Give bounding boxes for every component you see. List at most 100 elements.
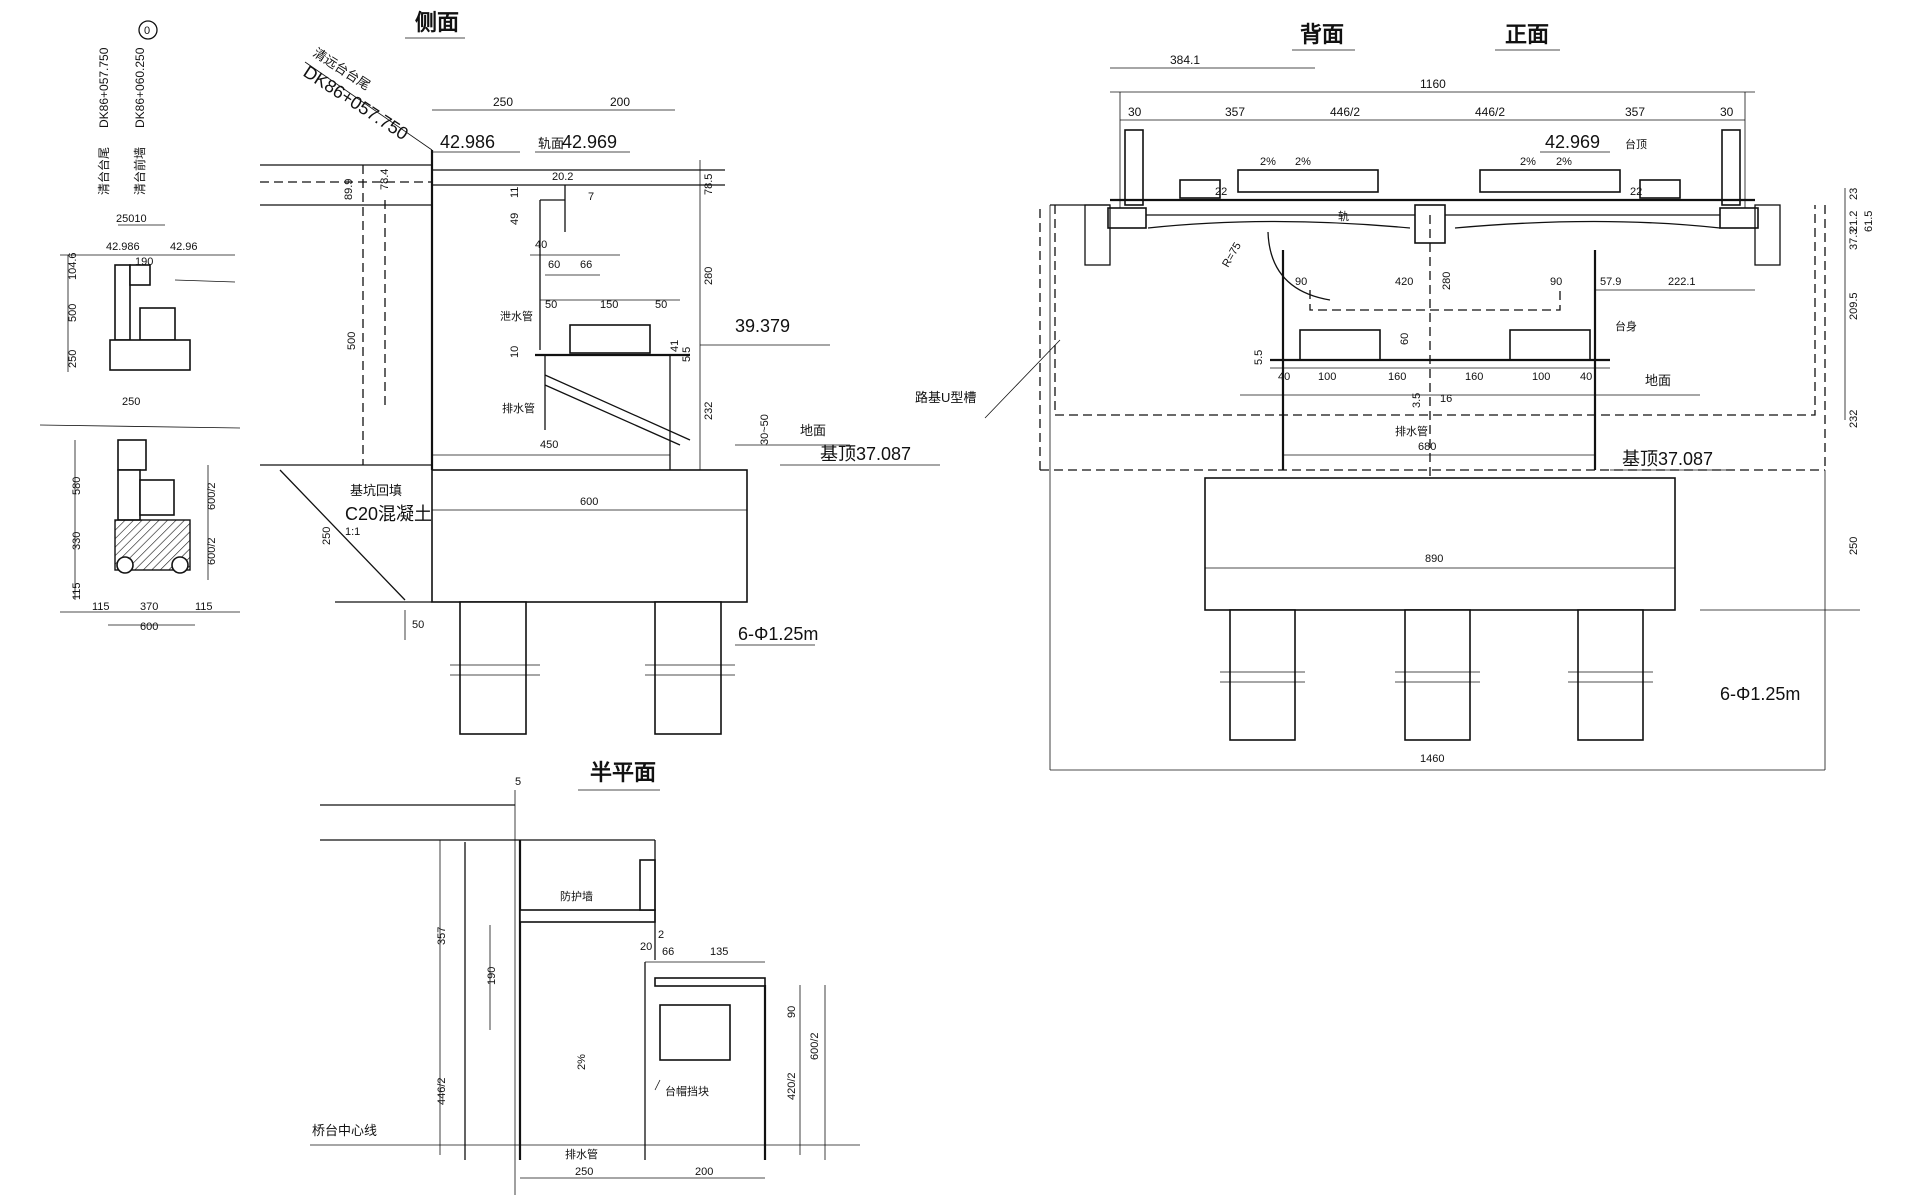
sv-dim-50b: 50 (655, 299, 667, 311)
fv-dim-357-r: 357 (1625, 105, 1645, 119)
kp-elev-b: 42.96 (170, 241, 198, 253)
fv-drain: 排水管 (1395, 424, 1428, 438)
sv-water-pipe: 泄水管 (500, 309, 533, 323)
fv-slope-d: 2% (1556, 156, 1572, 168)
fv-slope-b: 2% (1295, 156, 1311, 168)
fv-footing (1204, 477, 1676, 611)
hp-dim-420-2: 420/2 (786, 1072, 798, 1100)
kp-dim-115-v: 115 (71, 582, 83, 600)
sv-dim-232: 232 (703, 402, 715, 420)
fv-ground: 地面 (1645, 373, 1671, 388)
kp-dim-600: 600 (140, 621, 158, 633)
fv-dim-37-3: 37.3 (1848, 229, 1860, 250)
sv-drain: 排水管 (502, 401, 535, 415)
station-1-label: 清台台尾 (96, 147, 111, 195)
fv-dim-61-5: 61.5 (1863, 211, 1875, 232)
kp-dim-580: 580 (71, 477, 83, 495)
fv-dim-890: 890 (1425, 553, 1443, 565)
hp-seat-stone-label: 台帽挡块 (665, 1084, 709, 1098)
sv-slope: 1:1 (345, 526, 360, 538)
back-view-title: 背面 (1300, 22, 1344, 47)
fv-dim-232: 232 (1848, 410, 1860, 428)
kp-dim-104-6: 104.6 (67, 252, 79, 280)
circle-mark (138, 20, 158, 40)
sv-dim-49: 49 (509, 213, 521, 225)
fv-dim-16: 16 (1440, 393, 1452, 405)
hp-dim-2: 2 (658, 929, 664, 941)
hp-dim-5: 5 (515, 776, 521, 788)
kp-dim-600-2-a: 600/2 (206, 482, 218, 510)
half-plan: 半平面 5 防护墙 357 190 446/2 20 2 66 135 90 4… (310, 760, 860, 1195)
fv-dim-250: 250 (1848, 537, 1860, 555)
hp-dim-200: 200 (695, 1166, 713, 1178)
fv-dim-420: 420 (1395, 276, 1413, 288)
fv-dim-3-5: 3.5 (1411, 393, 1423, 408)
sv-footing (431, 469, 748, 603)
kp-elev-a: 42.986 (106, 241, 140, 253)
fv-slope-a: 2% (1260, 156, 1276, 168)
sv-dim-30-50: 30~50 (759, 414, 771, 445)
hp-dim-66: 66 (662, 946, 674, 958)
sv-dim-250v: 250 (321, 527, 333, 545)
sv-dim-150: 150 (600, 299, 618, 311)
sv-dim-60: 60 (548, 259, 560, 271)
fv-track-l (1237, 169, 1379, 193)
fv-dim-23: 23 (1848, 188, 1860, 200)
hp-guard-wall (519, 909, 656, 923)
sv-dim-7: 7 (588, 191, 594, 203)
fv-bearing-l (1299, 329, 1381, 361)
hp-dim-446-2: 446/2 (436, 1077, 448, 1105)
fv-dim-357-l: 357 (1225, 105, 1245, 119)
sv-dim-280: 280 (703, 267, 715, 285)
fv-radius: R=75 (1220, 240, 1244, 269)
hp-dim-20: 20 (640, 941, 652, 953)
hp-slope: 2% (576, 1054, 588, 1070)
kp-dim-370: 370 (140, 601, 158, 613)
fv-dim-30-r: 30 (1720, 105, 1734, 119)
sv-dim-600: 600 (580, 496, 598, 508)
hp-drain: 排水管 (565, 1147, 598, 1161)
fv-track-r (1479, 169, 1621, 193)
sv-dim-50a: 50 (545, 299, 557, 311)
fv-dim-30-l: 30 (1128, 105, 1142, 119)
sv-dim-5-5: 5.5 (681, 347, 693, 362)
bearing-block (569, 324, 651, 354)
hp-dim-357: 357 (436, 927, 448, 945)
kp-dim-25010: 25010 (116, 213, 147, 225)
kp-dim-115-l: 115 (92, 601, 110, 613)
fv-dim-100-l: 100 (1318, 371, 1336, 383)
fv-dim-40-l: 40 (1278, 371, 1290, 383)
fv-seat-label: 台身 (1615, 319, 1637, 333)
hp-dim-600-2: 600/2 (809, 1032, 821, 1060)
sv-dim-200: 200 (610, 95, 630, 109)
fv-dim-5-5: 5.5 (1253, 350, 1265, 365)
fv-elev-rail: 42.969 (1545, 132, 1600, 152)
hp-center-line: 桥台中心线 (312, 1123, 377, 1138)
sv-rail-label: 轨面 (538, 136, 564, 151)
kp-dim-600-2-b: 600/2 (206, 537, 218, 565)
hp-dim-250: 250 (575, 1166, 593, 1178)
kp-dim-250: 250 (67, 350, 79, 368)
hp-seat-stone (659, 1004, 731, 1061)
hp-dim-190: 190 (486, 967, 498, 985)
sv-elev-top: 42.986 (440, 132, 495, 152)
fv-piles: 6-Φ1.25m (1720, 684, 1800, 704)
sv-elev-seat: 39.379 (735, 316, 790, 336)
fv-slope-c: 2% (1520, 156, 1536, 168)
fv-dim-1460: 1460 (1420, 753, 1444, 765)
fv-dim-90-r: 90 (1550, 276, 1562, 288)
fv-dim-100-r: 100 (1532, 371, 1550, 383)
sv-dim-450: 450 (540, 439, 558, 451)
fv-dim-384-1: 384.1 (1170, 53, 1200, 67)
fv-dim-446-2-l: 446/2 (1330, 105, 1360, 119)
fv-dim-60: 60 (1399, 333, 1411, 345)
fv-rail-post-r (1721, 129, 1741, 206)
fv-slab-label: 台顶 (1625, 137, 1647, 151)
fv-dim-446-2-r: 446/2 (1475, 105, 1505, 119)
kp-dim-115-r: 115 (195, 601, 213, 613)
sv-dim-78-5: 78.5 (703, 174, 715, 195)
fv-u-channel: 路基U型槽 (915, 390, 976, 405)
fv-dim-680: 680 (1418, 441, 1436, 453)
sv-piles: 6-Φ1.25m (738, 624, 818, 644)
